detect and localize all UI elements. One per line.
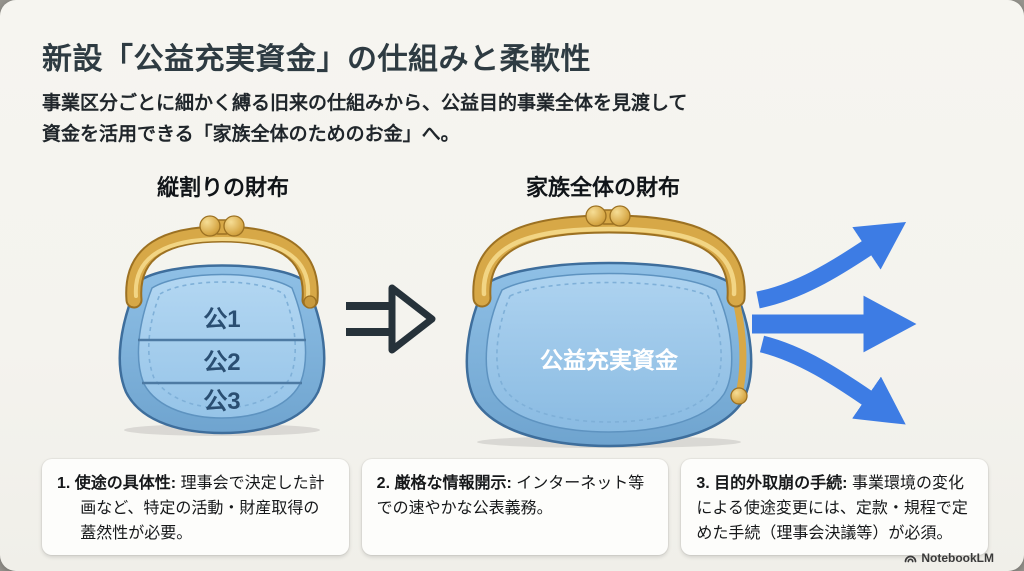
page-title: 新設「公益充実資金」の仕組みと柔軟性: [42, 43, 591, 76]
watermark-label: NotebookLM: [921, 551, 994, 565]
note-1-text: 1. 使途の具体性:理事会で決定した計画など、特定の活動・財産取得の蓋然性が必要…: [57, 472, 334, 546]
subtitle: 事業区分ごとに細かく縛る旧来の仕組みから、公益目的事業全体を見渡して 資金を活用…: [42, 88, 687, 150]
transition-arrow-head: [388, 284, 436, 354]
transition-arrow-icon: [346, 284, 436, 354]
right-purse-label: 家族全体の財布: [525, 175, 680, 200]
left-purse-illustration: 公1 公2 公3: [118, 215, 326, 436]
left-purse-section-1-label: 公1: [203, 306, 240, 333]
note-2-body: インターネット等での速やかな公表義務。: [376, 475, 645, 517]
left-purse-frame-highlight: [133, 236, 311, 298]
notes-row: 1. 使途の具体性:理事会で決定した計画など、特定の活動・財産取得の蓋然性が必要…: [42, 459, 989, 555]
outflow-arrow-up: [756, 221, 907, 309]
note-2-lead: 2. 厳格な情報開示:: [376, 475, 512, 492]
subtitle-line-2: 資金を活用できる「家族全体のためのお金」へ。: [42, 124, 460, 145]
right-purse-frame-highlight: [481, 226, 737, 297]
left-purse-hinge: [303, 295, 317, 309]
outflow-arrow-down: [759, 335, 906, 425]
right-purse-clasp-ball-left: [585, 205, 607, 227]
right-purse-content-label: 公益充実資金: [540, 347, 679, 373]
outflow-arrows: [752, 221, 917, 425]
right-purse-stitching: [496, 281, 722, 423]
notebooklm-logo-icon: [904, 555, 917, 562]
left-purse-label: 縦割りの財布: [156, 175, 289, 200]
right-purse-hinge-ball: [730, 387, 748, 405]
note-3-text: 3. 目的外取崩の手続:事業環境の変化による使途変更には、定款・規程で定めた手続…: [696, 472, 973, 546]
note-1-lead: 1. 使途の具体性:: [57, 475, 177, 492]
left-purse-section-2-label: 公2: [203, 349, 240, 376]
left-purse-clasp-ball-left: [199, 215, 221, 237]
left-purse-clasp-ball-right: [223, 215, 245, 237]
note-3-lead: 3. 目的外取崩の手続:: [696, 475, 848, 492]
subtitle-line-1: 事業区分ごとに細かく縛る旧来の仕組みから、公益目的事業全体を見渡して: [42, 93, 688, 114]
right-purse-front-panel: [485, 272, 733, 433]
note-3-body: 事業環境の変化による使途変更には、定款・規程で定めた手続（理事会決議等）が必須。: [696, 475, 968, 542]
right-purse-illustration: 公益充実資金: [465, 205, 753, 448]
note-box-3: 3. 目的外取崩の手続:事業環境の変化による使途変更には、定款・規程で定めた手続…: [681, 459, 989, 555]
note-2-text: 2. 厳格な情報開示:インターネット等での速やかな公表義務。: [377, 472, 654, 522]
right-purse-hinge-strip: [732, 296, 747, 398]
watermark: NotebookLM: [904, 551, 994, 565]
right-purse-clasp-ball-right: [609, 205, 631, 227]
note-box-2: 2. 厳格な情報開示:インターネット等での速やかな公表義務。: [361, 459, 669, 555]
note-1-body: 理事会で決定した計画など、特定の活動・財産取得の蓋然性が必要。: [80, 475, 325, 542]
left-purse-section-3-label: 公3: [203, 388, 240, 415]
note-box-1: 1. 使途の具体性:理事会で決定した計画など、特定の活動・財産取得の蓋然性が必要…: [42, 459, 349, 555]
